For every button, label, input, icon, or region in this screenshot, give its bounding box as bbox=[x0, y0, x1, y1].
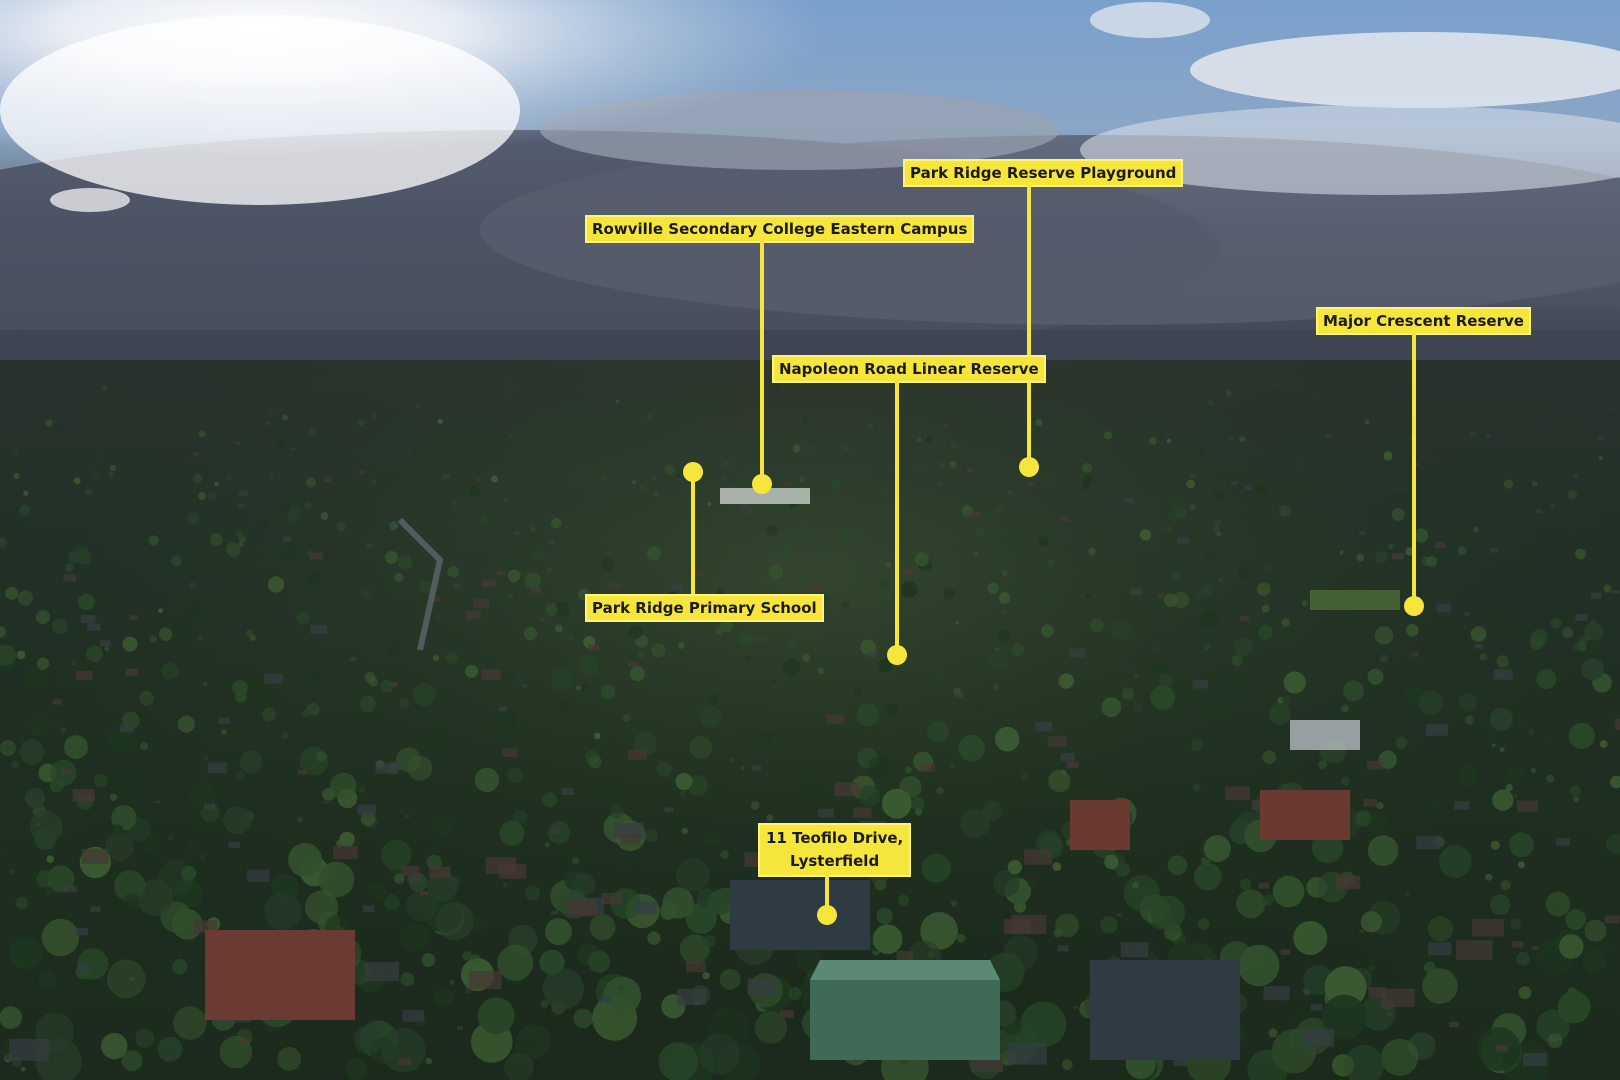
marker-label-major-crescent-reserve: Major Crescent Reserve bbox=[1316, 307, 1531, 335]
marker-pin-park-ridge-reserve-playground[interactable] bbox=[1019, 457, 1039, 477]
marker-label-subject-property: 11 Teofilo Drive, Lysterfield bbox=[758, 823, 912, 877]
marker-pin-napoleon-road-linear-reserve[interactable] bbox=[887, 645, 907, 665]
marker-line-rowville-secondary-college bbox=[760, 239, 764, 484]
marker-label-rowville-secondary-college: Rowville Secondary College Eastern Campu… bbox=[585, 215, 975, 243]
marker-label-napoleon-road-linear-reserve: Napoleon Road Linear Reserve bbox=[772, 355, 1046, 383]
subject-address-line-1: 11 Teofilo Drive, bbox=[766, 829, 904, 847]
marker-label-park-ridge-primary-school: Park Ridge Primary School bbox=[585, 594, 824, 622]
marker-line-napoleon-road-linear-reserve bbox=[895, 379, 899, 654]
marker-line-park-ridge-primary-school bbox=[691, 472, 695, 594]
marker-line-subject-property bbox=[825, 875, 829, 915]
marker-pin-rowville-secondary-college[interactable] bbox=[752, 474, 772, 494]
marker-label-park-ridge-reserve-playground: Park Ridge Reserve Playground bbox=[903, 159, 1184, 187]
marker-line-park-ridge-reserve-playground bbox=[1027, 183, 1031, 467]
subject-address-line-2: Lysterfield bbox=[790, 852, 880, 870]
marker-pin-park-ridge-primary-school[interactable] bbox=[683, 462, 703, 482]
marker-pin-subject-property[interactable] bbox=[817, 905, 837, 925]
marker-line-major-crescent-reserve bbox=[1412, 331, 1416, 606]
marker-pin-major-crescent-reserve[interactable] bbox=[1404, 596, 1424, 616]
